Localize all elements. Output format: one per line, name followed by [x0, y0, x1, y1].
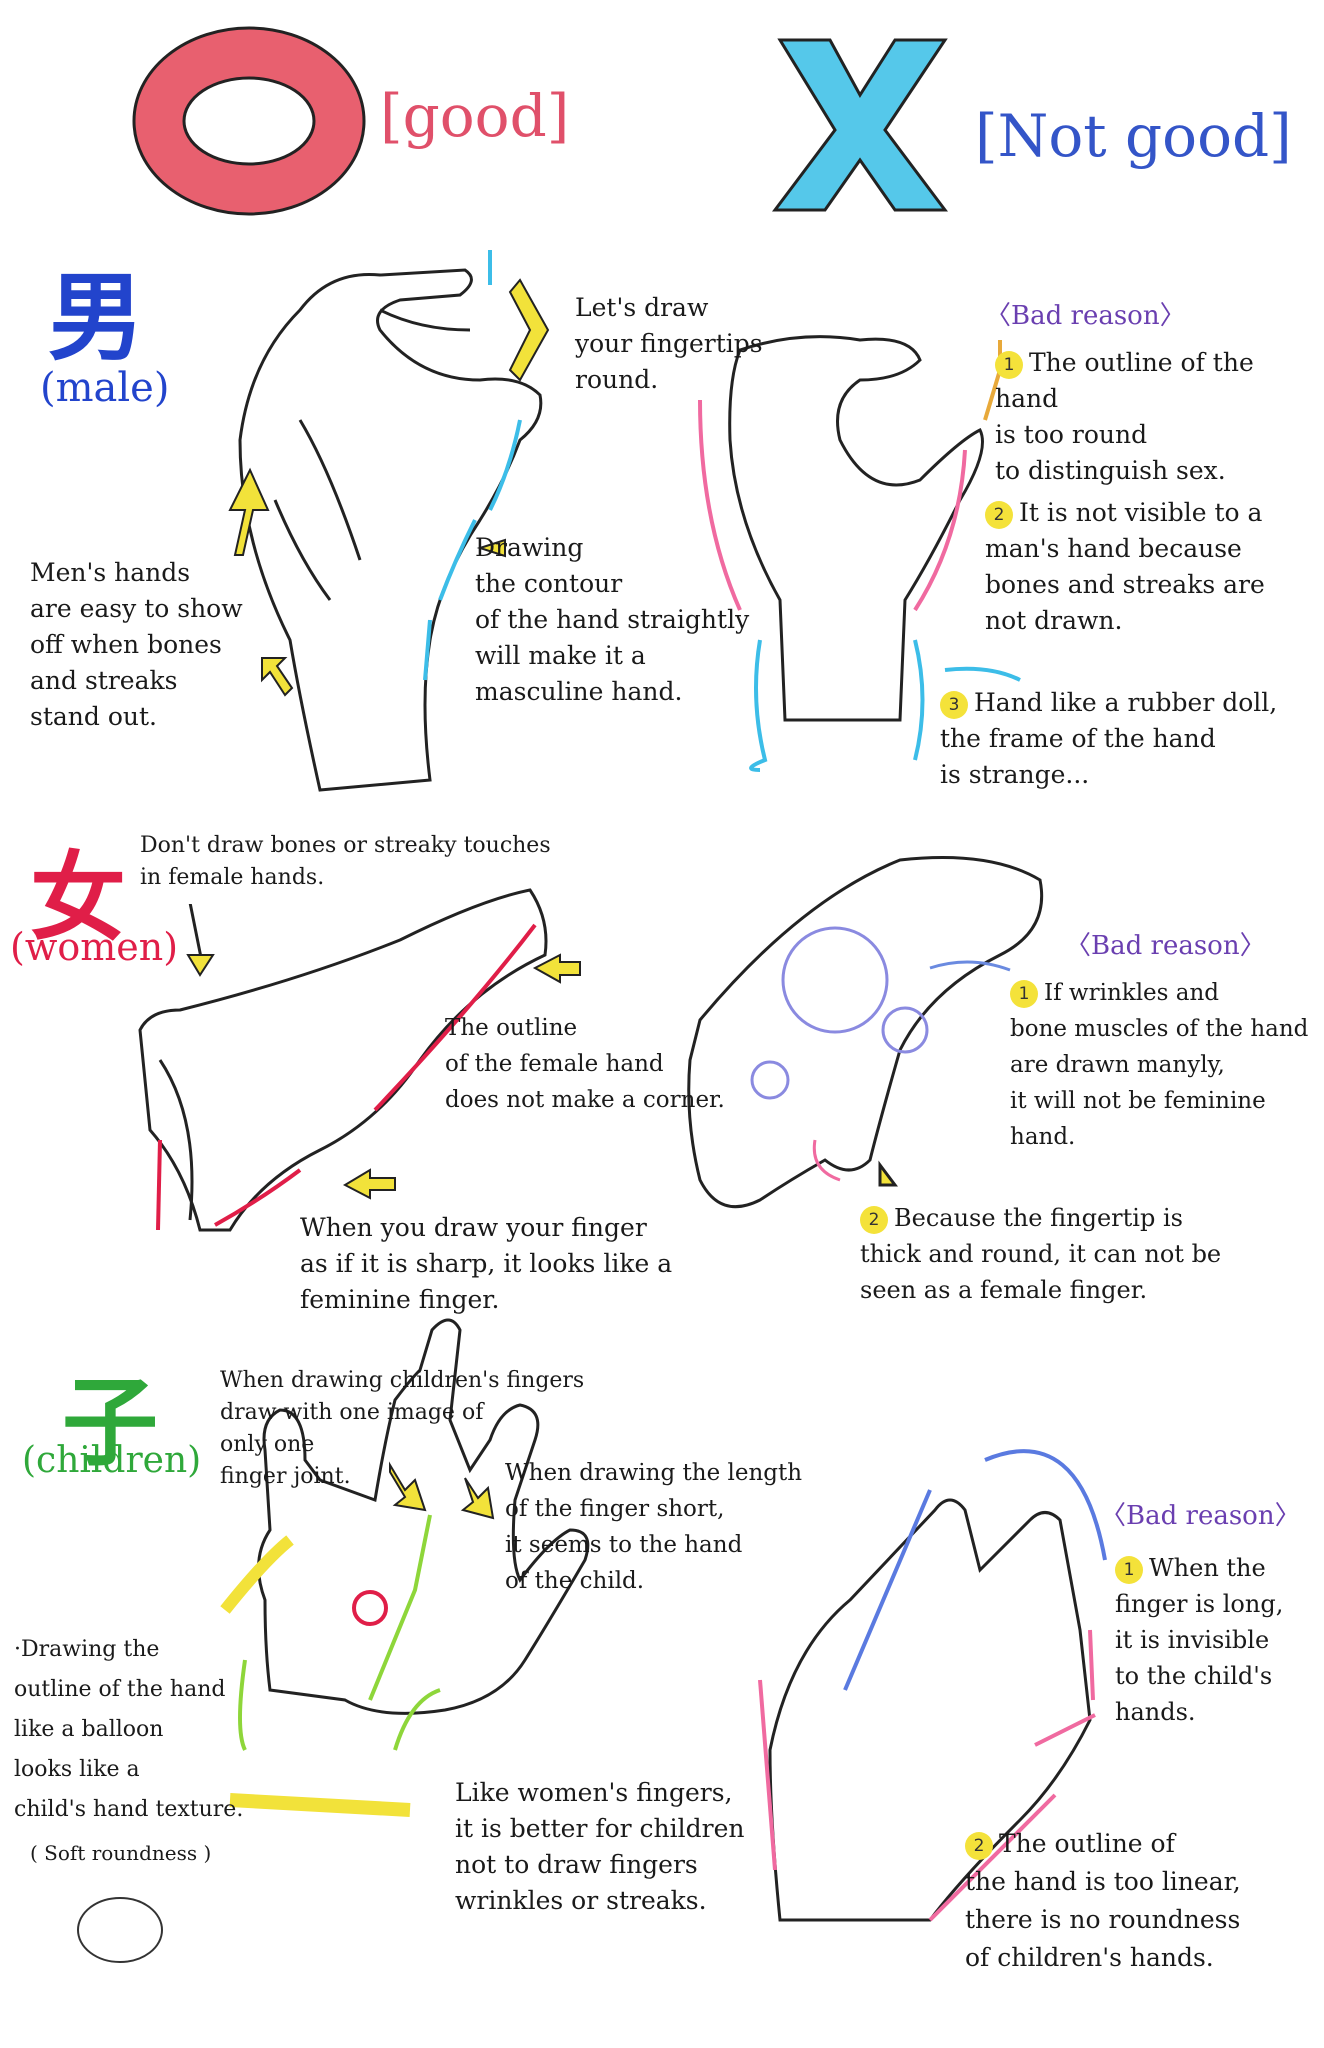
children-tip-balloon: ·Drawing the outline of the hand like a …: [14, 1637, 244, 1822]
male-reason-3-text: Hand like a rubber doll, the frame of th…: [940, 688, 1278, 789]
male-reason-1-text: The outline of the hand is too round to …: [995, 348, 1254, 485]
male-reason-2-text: It is not visible to a man's hand becaus…: [985, 498, 1265, 635]
children-bad-strokes: [758, 1449, 1107, 1922]
women-tip-outline: The outline of the female hand does not …: [445, 1015, 725, 1113]
male-label: (male): [40, 365, 170, 411]
women-bad-reason-title: 〈Bad reason〉: [1065, 931, 1266, 961]
soft-roundness-cloud: [77, 1897, 163, 1963]
women-bad-circles: [750, 926, 1011, 1100]
children-tip-joint: When drawing children's fingers draw wit…: [220, 1368, 585, 1489]
women-good-hand: [138, 888, 548, 1232]
good-label: [good]: [380, 82, 570, 150]
children-tip-wrinkles: Like women's fingers, it is better for c…: [455, 1778, 745, 1915]
women-yellow-arrows: [186, 904, 581, 1200]
children-reason-1-text: When the finger is long, it is invisible…: [1115, 1554, 1284, 1726]
children-good-hand: [257, 1318, 590, 1715]
reason-number-badge: 2: [965, 1831, 993, 1860]
male-cyan-strokes: [423, 250, 522, 681]
children-yellow-arrows: [389, 1461, 495, 1520]
male-yellow-arrows: [228, 278, 550, 697]
women-tip-sharp: When you draw your finger as if it is sh…: [300, 1213, 673, 1314]
children-bad-reason-title: 〈Bad reason〉: [1100, 1501, 1301, 1531]
women-label: (women): [10, 925, 179, 969]
male-kanji: 男: [48, 262, 144, 374]
reason-number-badge: 3: [940, 690, 968, 719]
reason-number-badge: 2: [860, 1205, 888, 1234]
male-tip-bones: Men's hands are easy to show off when bo…: [30, 558, 243, 731]
male-bad-strokes: [698, 340, 1021, 772]
women-reason-1-text: If wrinkles and bone muscles of the hand…: [1010, 980, 1309, 1150]
women-reason-2-text: Because the fingertip is thick and round…: [860, 1204, 1222, 1304]
children-kanji: 子: [62, 1367, 158, 1479]
male-good-hand: [238, 268, 543, 792]
good-o-mark: [134, 28, 364, 214]
bad-x-mark: [772, 38, 948, 212]
male-bad-reason-title: 〈Bad reason〉: [985, 301, 1186, 331]
reason-number-badge: 1: [1010, 980, 1038, 1008]
male-bad-hand: [728, 335, 984, 722]
women-good-strokes: [156, 923, 537, 1231]
women-tip-nobones: Don't draw bones or streaky touches in f…: [140, 833, 551, 890]
children-label: (children): [22, 1440, 202, 1481]
women-bad-arrows: [812, 1139, 898, 1187]
women-kanji: 女: [30, 842, 126, 954]
children-tip-soft: ( Soft roundness ): [30, 1841, 212, 1865]
male-tip-round: Let's draw your fingertips round.: [575, 293, 763, 394]
male-tip-contour: Drawing the contour of the hand straight…: [475, 533, 750, 706]
reason-number-badge: 2: [985, 500, 1013, 529]
reason-number-badge: 1: [995, 350, 1023, 379]
not-good-label: [Not good]: [975, 102, 1292, 170]
children-reason-2-text: The outline of the hand is too linear, t…: [965, 1829, 1241, 1972]
children-tip-length: When drawing the length of the finger sh…: [505, 1460, 803, 1594]
reason-number-badge: 1: [1115, 1555, 1143, 1584]
women-bad-hand: [687, 856, 1044, 1209]
children-good-strokes: [220, 1514, 441, 1817]
children-bad-hand: [768, 1498, 1092, 1922]
